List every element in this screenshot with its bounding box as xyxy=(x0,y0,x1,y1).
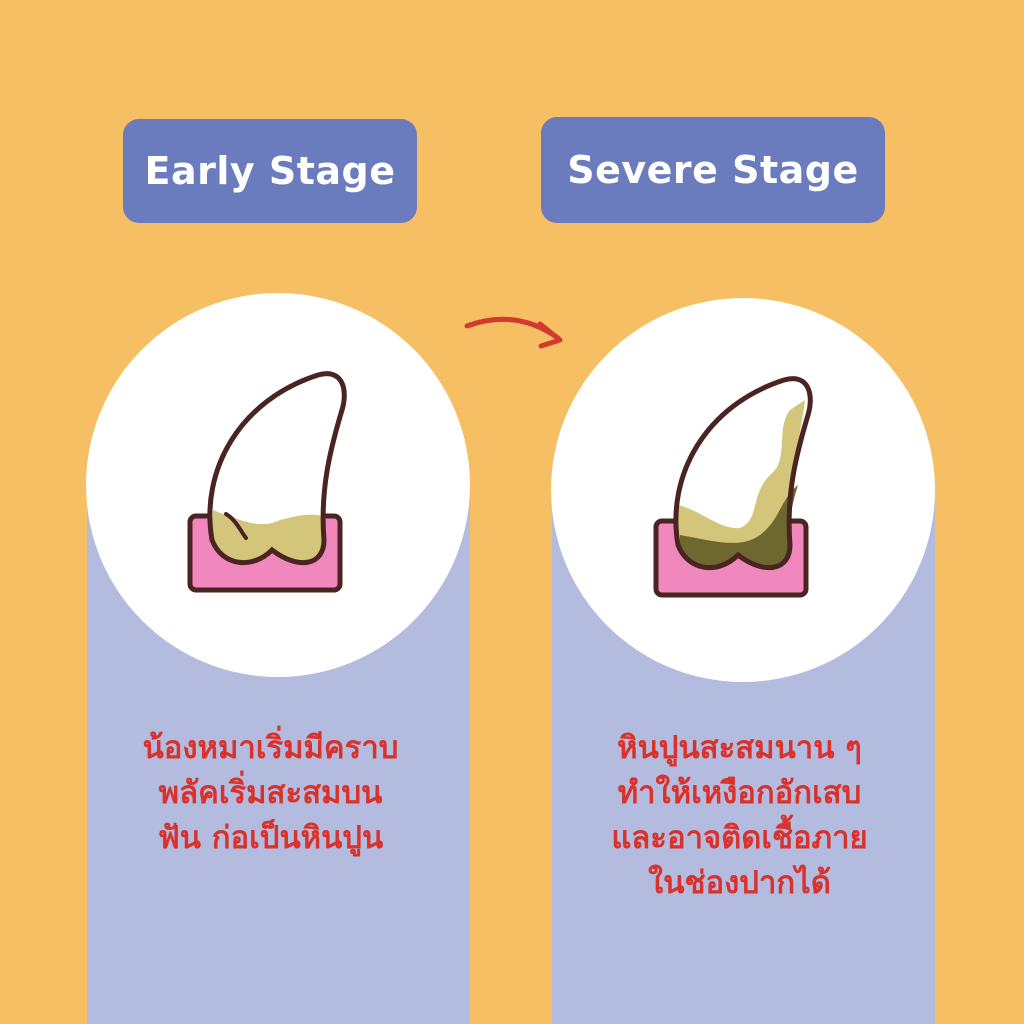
early-stage-description: น้องหมาเริ่มมีคราบ พลัคเริ่มสะสมบน ฟัน ก… xyxy=(79,726,462,861)
plaque xyxy=(212,510,326,563)
severe-tooth-icon xyxy=(653,376,813,598)
early-tooth-icon xyxy=(187,371,347,593)
description-line: หินปูนสะสมนาน ๆ xyxy=(617,730,862,766)
early-stage-label: Early Stage xyxy=(123,119,417,223)
severe-stage-description: หินปูนสะสมนาน ๆ ทำให้เหงือกอักเสบ และอาจ… xyxy=(548,726,931,906)
arrow-icon xyxy=(464,316,563,349)
description-line: ทำให้เหงือกอักเสบ xyxy=(617,775,862,811)
description-line: พลัคเริ่มสะสมบน xyxy=(158,775,383,811)
plaque-dark xyxy=(680,485,798,568)
description-line: น้องหมาเริ่มมีคราบ xyxy=(142,730,399,766)
description-line: ในช่องปากได้ xyxy=(648,865,831,901)
description-line: และอาจติดเชื้อภาย xyxy=(611,820,868,856)
description-line: ฟัน ก่อเป็นหินปูน xyxy=(157,820,384,856)
severe-stage-label: Severe Stage xyxy=(541,117,885,223)
